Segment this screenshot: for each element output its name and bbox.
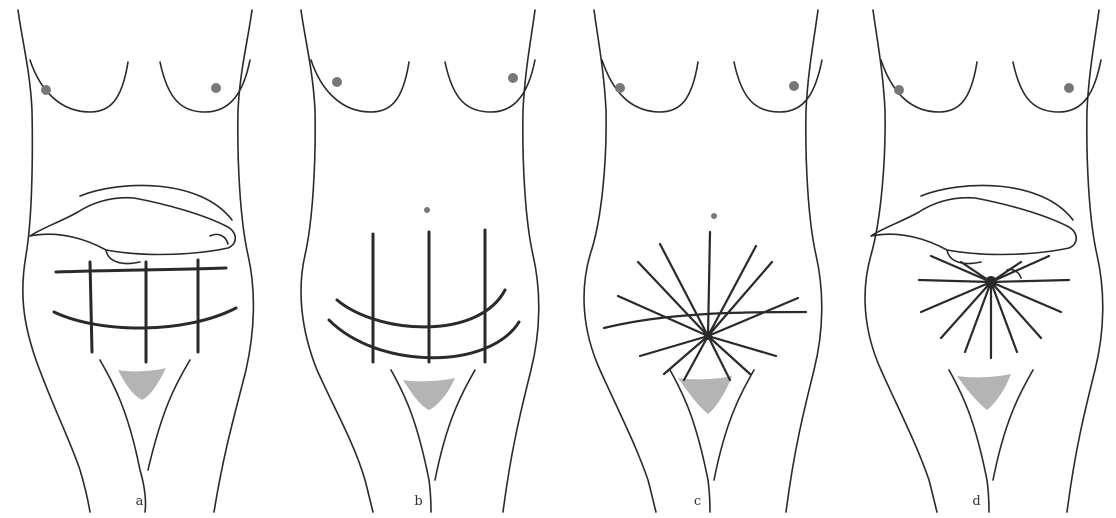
navel xyxy=(711,213,717,219)
panel-d: d xyxy=(837,0,1116,518)
panel-label-d: d xyxy=(837,494,1116,509)
abdomen-lines xyxy=(329,230,519,362)
examining-hand xyxy=(871,185,1076,278)
torso-figure-a xyxy=(0,0,279,518)
radial-lines xyxy=(919,256,1069,358)
torso-figure-c xyxy=(558,0,837,518)
panel-b: b xyxy=(279,0,558,518)
navel xyxy=(424,207,430,213)
breast-nipples xyxy=(332,73,518,87)
radial-lines xyxy=(604,232,806,380)
breast-nipples xyxy=(894,83,1074,95)
pubic-stipple xyxy=(403,378,455,410)
examining-hand xyxy=(30,185,235,263)
torso-figure-d xyxy=(837,0,1116,518)
breast-nipples xyxy=(615,81,799,93)
panel-a: a xyxy=(0,0,279,518)
breast-nipples xyxy=(41,83,221,95)
panel-label-b: b xyxy=(279,494,558,509)
panel-label-a: a xyxy=(0,494,279,509)
panel-label-c: c xyxy=(558,494,837,509)
grid-lines xyxy=(54,260,236,362)
torso-figure-b xyxy=(279,0,558,518)
pubic-stipple xyxy=(118,368,166,400)
panel-c: c xyxy=(558,0,837,518)
pubic-stipple xyxy=(678,376,732,414)
